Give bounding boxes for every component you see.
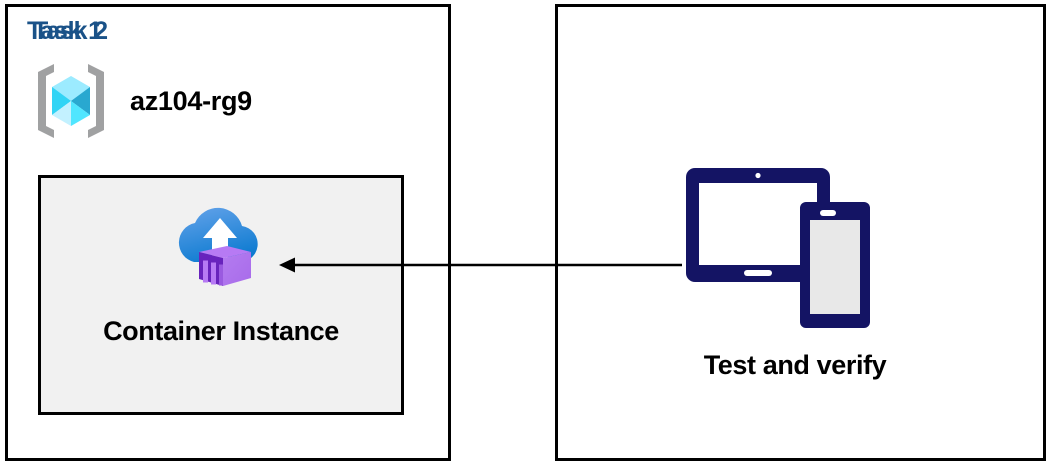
panel-task-1-title: Task 1 [27, 17, 102, 45]
panel-task-2-title: Task 2 [33, 17, 108, 45]
azure-container-instance-icon [178, 207, 258, 286]
tablet-and-phone-icon [686, 168, 870, 328]
device-label: Test and verify [703, 350, 887, 380]
resource-group-label: az104-rg9 [130, 85, 252, 116]
azure-resource-group-icon [38, 64, 104, 138]
resource-group-row: az104-rg9 [28, 58, 252, 144]
container-instance-box: Container Instance [38, 175, 404, 415]
container-instance-label: Container Instance [103, 316, 339, 346]
